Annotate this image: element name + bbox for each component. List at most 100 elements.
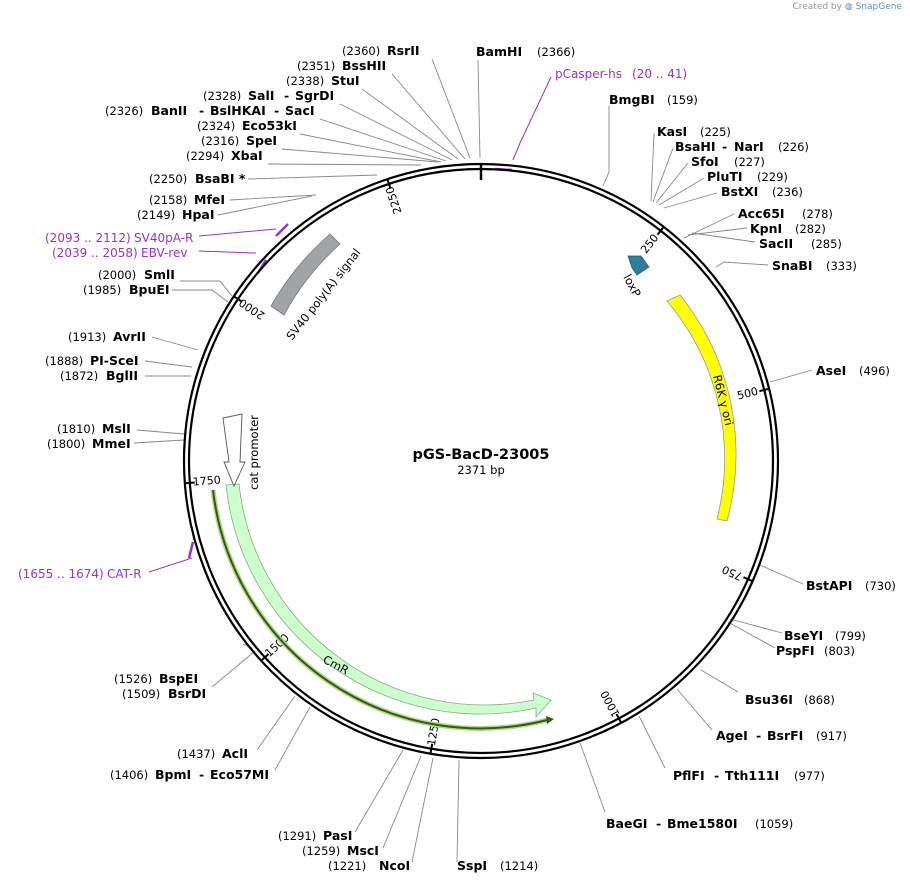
credit-prefix: Created by	[792, 2, 842, 12]
tick-label-750: 750	[720, 563, 744, 583]
site-eco53ki-name[interactable]: Eco53kI	[242, 118, 297, 133]
site-rsrii-name[interactable]: RsrII	[387, 43, 420, 58]
site-msci-pos: (1259)	[302, 844, 340, 858]
tick-mark-2250	[386, 178, 392, 189]
site-bstxi-pos: (236)	[772, 185, 803, 199]
site-bspei-name[interactable]: BspEI	[159, 671, 198, 686]
tick-label-1000: 1000	[598, 688, 623, 719]
primer-connectors	[148, 76, 552, 573]
site-asei-name[interactable]: AseI	[816, 363, 846, 378]
site-acc65i-name[interactable]: Acc65I	[738, 206, 785, 221]
primer-ebv-name[interactable]: EBV-rev	[141, 246, 187, 260]
site-agei-name[interactable]: AgeI	[716, 728, 748, 743]
site-pasi-name[interactable]: PasI	[323, 828, 352, 843]
site-pluti-name[interactable]: PluTI	[707, 169, 743, 184]
site-bsabi-pos: (2250)	[149, 172, 187, 186]
site-xbai-name[interactable]: XbaI	[231, 148, 263, 163]
tick-mark-750	[743, 576, 753, 583]
site-pspfi-pos: (803)	[824, 644, 855, 658]
site-kasi-name[interactable]: KasI	[657, 124, 687, 139]
label-loxp: loxP	[620, 272, 643, 299]
site-bme1580i-name[interactable]: Bme1580I	[667, 816, 737, 831]
site-acli-name[interactable]: AclI	[222, 746, 248, 761]
primer-sv40pa-name[interactable]: SV40pA-R	[134, 231, 193, 245]
site-mmei-name[interactable]: MmeI	[92, 436, 131, 451]
site-bstapi-name[interactable]: BstAPI	[806, 578, 852, 593]
site-nari-name[interactable]: NarI	[734, 139, 764, 154]
site-xbai-pos: (2294)	[186, 149, 224, 163]
primer-pcasper-name[interactable]: pCasper-hs	[555, 67, 622, 81]
tick-label-250: 250	[638, 232, 661, 257]
restriction-site-labels: BamHI (2366) BmgBI (159) KasI (225) BsaH…	[45, 43, 896, 873]
site-banii-pos: (2326)	[105, 104, 143, 118]
site-kpni-name[interactable]: KpnI	[750, 221, 782, 236]
site-bstxi-name[interactable]: BstXI	[721, 184, 758, 199]
site-bpuei-pos: (1985)	[83, 283, 121, 297]
site-bseyi-name[interactable]: BseYI	[784, 628, 823, 643]
site-bpmi-name[interactable]: BpmI	[155, 767, 191, 782]
site-bpuei-name[interactable]: BpuEI	[129, 282, 170, 297]
site-pspfi-name[interactable]: PspFI	[776, 643, 815, 658]
site-sacii-name[interactable]: SacII	[759, 236, 793, 251]
feature-loxp-arrow[interactable]	[627, 255, 650, 276]
site-piscei-name[interactable]: PI-SceI	[90, 353, 139, 368]
site-mfei-name[interactable]: MfeI	[194, 192, 225, 207]
site-pluti-pos: (229)	[757, 170, 788, 184]
site-sali-sep: -	[284, 88, 289, 103]
feature-sv40-polya[interactable]	[270, 233, 341, 316]
site-bsshii-name[interactable]: BssHII	[342, 58, 386, 73]
site-bsahi-sep: -	[722, 139, 727, 154]
site-agei-sep: -	[756, 728, 761, 743]
tick-label-1750: 1750	[192, 474, 221, 489]
site-sfoi-name[interactable]: SfoI	[691, 154, 719, 169]
site-bamhi-pos: (2366)	[537, 45, 575, 59]
site-bsahi-name[interactable]: BsaHI	[675, 139, 716, 154]
feature-r6k-ori[interactable]	[666, 294, 737, 522]
site-pflfi-pos: (977)	[794, 769, 825, 783]
site-bsrdi-name[interactable]: BsrDI	[168, 686, 206, 701]
primer-cat-name[interactable]: CAT-R	[107, 567, 142, 581]
feature-cat-promoter[interactable]	[222, 413, 246, 488]
site-banii-name[interactable]: BanII	[151, 103, 187, 118]
site-avrii-name[interactable]: AvrII	[113, 329, 146, 344]
site-bmgbi-name[interactable]: BmgBI	[609, 92, 655, 107]
site-bglii-name[interactable]: BglII	[106, 368, 138, 383]
site-eco57mi-name[interactable]: Eco57MI	[210, 767, 269, 782]
site-acli-pos: (1437)	[177, 747, 215, 761]
leader-lines	[133, 58, 813, 863]
site-bsrfi-name[interactable]: BsrFI	[767, 728, 803, 743]
site-bstapi-pos: (730)	[865, 579, 896, 593]
site-sgrdi-name[interactable]: SgrDI	[295, 88, 334, 103]
site-mmei-pos: (1800)	[47, 437, 85, 451]
site-stui-name[interactable]: StuI	[331, 73, 360, 88]
site-snabi-name[interactable]: SnaBI	[772, 258, 813, 273]
site-kpni-pos: (282)	[795, 222, 826, 236]
site-bsabi-name[interactable]: BsaBI *	[195, 171, 246, 186]
site-avrii-pos: (1913)	[68, 330, 106, 344]
site-hpai-name[interactable]: HpaI	[182, 207, 215, 222]
label-r6k-ori: R6K γ ori	[710, 373, 736, 427]
site-sali-name[interactable]: SalI	[248, 88, 274, 103]
feature-cmr[interactable]	[225, 483, 552, 719]
site-bpmi-sep: -	[199, 767, 204, 782]
site-pflfi-name[interactable]: PflFI	[673, 768, 705, 783]
site-baegi-name[interactable]: BaeGI	[606, 816, 647, 831]
site-bseyi-pos: (799)	[835, 629, 866, 643]
site-msli-name[interactable]: MslI	[102, 421, 131, 436]
site-bamhi-name[interactable]: BamHI	[476, 44, 522, 59]
site-sspi-name[interactable]: SspI	[457, 858, 487, 873]
site-spei-name[interactable]: SpeI	[246, 133, 277, 148]
site-bsu36i-name[interactable]: Bsu36I	[745, 692, 793, 707]
site-bsahi-pos: (226)	[778, 140, 809, 154]
site-bslhkai-name[interactable]: BslHKAI	[210, 103, 266, 118]
site-tth111i-name[interactable]: Tth111I	[725, 768, 779, 783]
site-msci-name[interactable]: MscI	[347, 843, 379, 858]
site-saci-name[interactable]: SacI	[285, 103, 315, 118]
site-hpai-pos: (2149)	[137, 208, 175, 222]
site-smli-name[interactable]: SmlI	[144, 267, 175, 282]
site-sspi-pos: (1214)	[500, 859, 538, 873]
site-asei-pos: (496)	[859, 364, 890, 378]
site-ncoi-name[interactable]: NcoI	[379, 858, 410, 873]
tick-mark-250	[656, 226, 665, 236]
